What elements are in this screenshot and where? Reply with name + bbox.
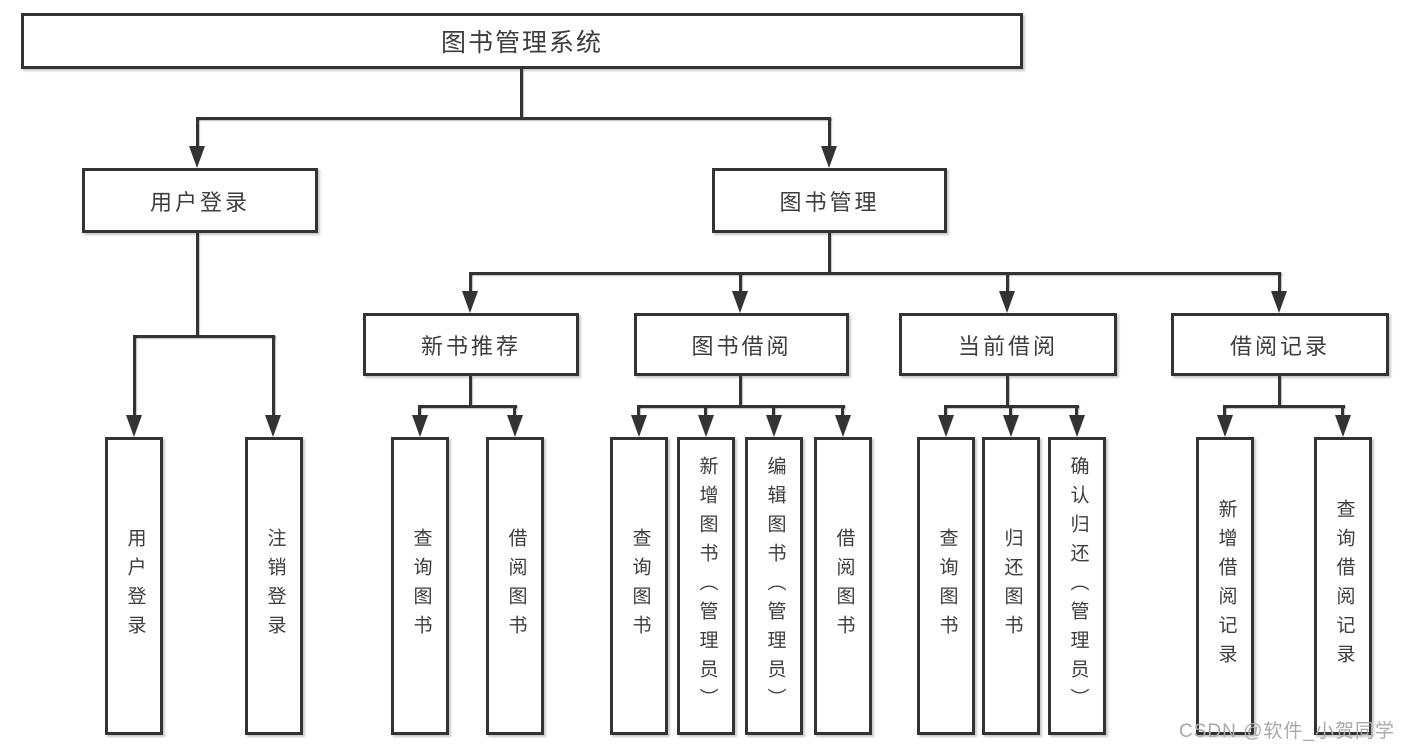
- arrowhead-down-icon: [189, 146, 205, 168]
- connector-line: [828, 233, 831, 272]
- arrowhead-down-icon: [835, 415, 851, 437]
- arrowhead-down-icon: [698, 415, 714, 437]
- connector-line: [272, 335, 275, 417]
- node-label: 图书借阅: [691, 333, 792, 359]
- node-label: 新增借阅记录: [1215, 499, 1237, 673]
- node-label: 用户登录: [149, 189, 250, 215]
- node-label: 查询图书: [629, 528, 651, 644]
- connector-line: [841, 405, 844, 416]
- leaf-query-book-borrow: 查询图书: [610, 437, 668, 735]
- watermark: CSDN @软件_小贺同学: [1179, 721, 1395, 742]
- node-label: 借阅记录: [1229, 333, 1330, 359]
- connector-line: [1278, 272, 1281, 292]
- arrowhead-down-icon: [126, 415, 142, 437]
- connector-line: [513, 405, 516, 416]
- node-label: 确认归还（管理员）: [1067, 455, 1089, 717]
- node-new-book-recommendation: 新书推荐: [363, 313, 579, 376]
- node-book-management: 图书管理: [712, 168, 947, 233]
- node-label: 查询图书: [410, 528, 432, 644]
- node-label: 图书管理: [779, 189, 880, 215]
- connector-line: [739, 272, 742, 292]
- arrowhead-down-icon: [732, 291, 748, 313]
- connector-line: [637, 405, 640, 416]
- connector-line: [469, 376, 472, 405]
- arrowhead-down-icon: [265, 415, 281, 437]
- arrowhead-down-icon: [412, 415, 428, 437]
- arrowhead-down-icon: [938, 415, 954, 437]
- node-library-management-system: 图书管理系统: [21, 13, 1023, 69]
- node-label: 查询图书: [936, 528, 958, 644]
- arrowhead-down-icon: [1003, 415, 1019, 437]
- arrowhead-down-icon: [1217, 415, 1233, 437]
- leaf-add-book-admin: 新增图书（管理员）: [677, 437, 735, 735]
- connector-line: [1006, 376, 1009, 405]
- arrowhead-down-icon: [1271, 291, 1287, 313]
- connector-line: [196, 117, 199, 149]
- leaf-confirm-return-admin: 确认归还（管理员）: [1048, 437, 1106, 735]
- connector-line: [133, 335, 275, 338]
- arrowhead-down-icon: [1335, 415, 1351, 437]
- leaf-borrow-book-recommend: 借阅图书: [486, 437, 544, 735]
- node-label: 编辑图书（管理员）: [764, 455, 786, 717]
- connector-line: [1223, 405, 1345, 408]
- connector-line: [469, 272, 472, 292]
- leaf-return-book: 归还图书: [982, 437, 1040, 735]
- connector-line: [1223, 405, 1226, 416]
- connector-line: [418, 405, 517, 408]
- connector-line: [520, 69, 523, 117]
- connector-line: [196, 233, 199, 335]
- leaf-query-book-recommend: 查询图书: [391, 437, 449, 735]
- arrowhead-down-icon: [766, 415, 782, 437]
- connector-line: [133, 335, 136, 417]
- leaf-query-book-current: 查询图书: [917, 437, 975, 735]
- node-label: 注销登录: [264, 528, 286, 644]
- node-book-borrowing: 图书借阅: [634, 313, 849, 376]
- connector-line: [418, 405, 421, 416]
- connector-line: [1075, 405, 1078, 416]
- node-label: 新增图书（管理员）: [696, 455, 718, 717]
- node-user-login: 用户登录: [82, 168, 318, 233]
- node-label: 当前借阅: [957, 333, 1058, 359]
- node-label: 图书管理系统: [440, 29, 603, 57]
- leaf-query-borrow-record: 查询借阅记录: [1314, 437, 1372, 735]
- connector-line: [704, 405, 707, 416]
- node-label: 借阅图书: [833, 528, 855, 644]
- arrowhead-down-icon: [631, 415, 647, 437]
- connector-line: [1009, 405, 1012, 416]
- connector-line: [1006, 272, 1009, 292]
- arrowhead-down-icon: [1069, 415, 1085, 437]
- connector-line: [1278, 376, 1281, 405]
- arrowhead-down-icon: [999, 291, 1015, 313]
- connector-line: [772, 405, 775, 416]
- leaf-edit-book-admin: 编辑图书（管理员）: [745, 437, 803, 735]
- connector-line: [1341, 405, 1344, 416]
- arrowhead-down-icon: [821, 146, 837, 168]
- leaf-add-borrow-record: 新增借阅记录: [1196, 437, 1254, 735]
- leaf-borrow-book: 借阅图书: [814, 437, 872, 735]
- node-label: 借阅图书: [505, 528, 527, 644]
- connector-line: [944, 405, 947, 416]
- leaf-logout: 注销登录: [245, 437, 303, 735]
- leaf-user-login: 用户登录: [105, 437, 163, 735]
- connector-line: [739, 376, 742, 405]
- connector-line: [828, 117, 831, 149]
- node-borrowing-records: 借阅记录: [1171, 313, 1389, 376]
- node-label: 用户登录: [124, 528, 146, 644]
- arrowhead-down-icon: [462, 291, 478, 313]
- node-label: 查询借阅记录: [1333, 499, 1355, 673]
- node-label: 归还图书: [1001, 528, 1023, 644]
- arrowhead-down-icon: [507, 415, 523, 437]
- connector-line: [469, 272, 1281, 275]
- node-current-borrowing: 当前借阅: [899, 313, 1117, 376]
- connector-line: [196, 117, 831, 120]
- node-label: 新书推荐: [420, 333, 521, 359]
- connector-line: [637, 405, 845, 408]
